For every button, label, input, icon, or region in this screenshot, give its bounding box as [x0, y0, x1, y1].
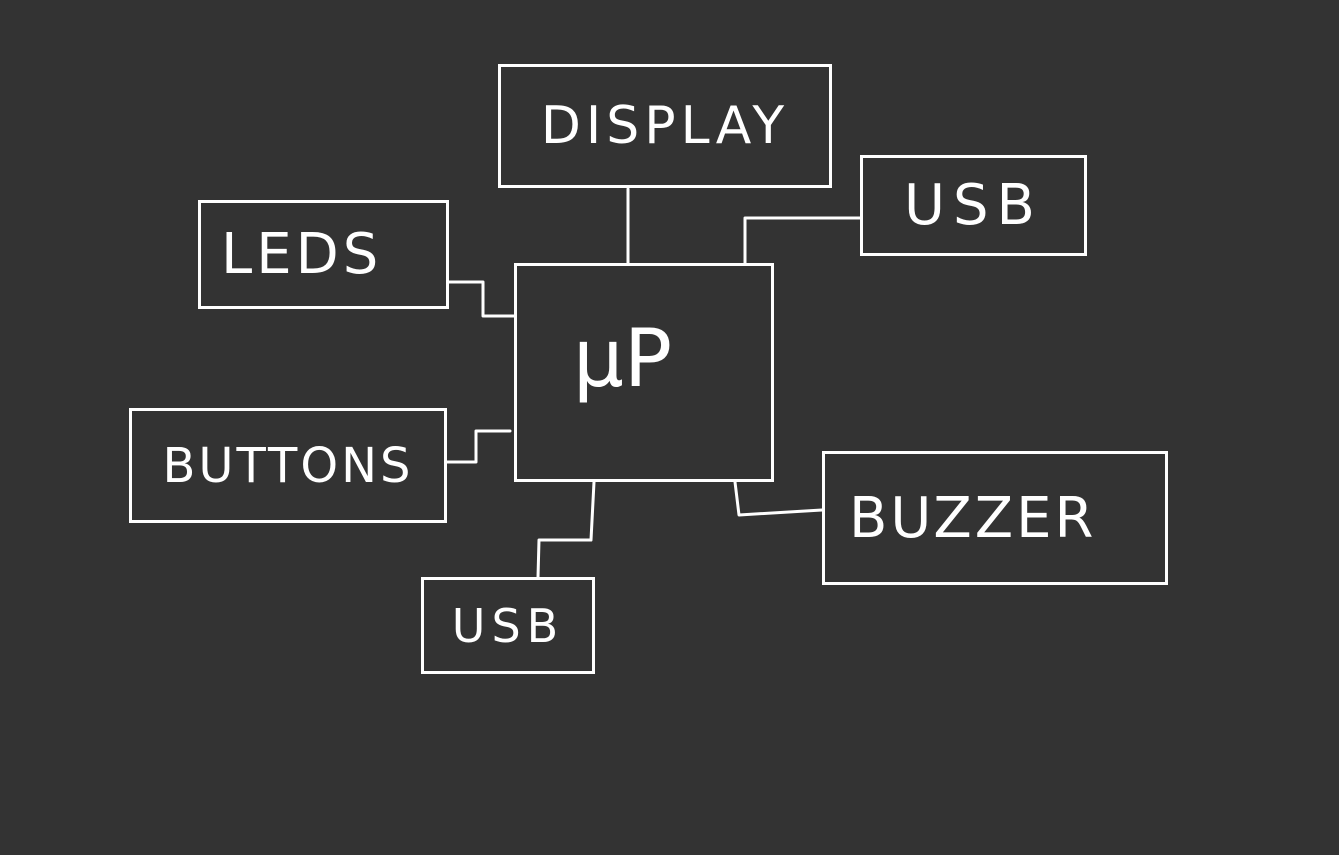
usb-top-block: USB [860, 155, 1087, 256]
usb-bottom-block: USB [421, 577, 595, 674]
buzzer-label: BUZZER [849, 485, 1097, 551]
usb-top-label: USB [904, 173, 1043, 238]
wire-mcu-usb-top [743, 216, 862, 265]
wire-mcu-usb-bottom [536, 480, 596, 579]
buttons-label: BUTTONS [162, 437, 414, 494]
leds-label: LEDS [221, 222, 383, 287]
display-block: DISPLAY [498, 64, 832, 188]
leds-block: LEDS [198, 200, 449, 309]
buzzer-block: BUZZER [822, 451, 1168, 585]
display-label: DISPLAY [540, 96, 790, 156]
microprocessor-label: µP [573, 312, 673, 405]
wire-mcu-buttons [445, 429, 512, 464]
microprocessor-block: µP [514, 263, 774, 482]
wire-mcu-buzzer [733, 480, 824, 517]
wire-mcu-leds [447, 280, 516, 318]
usb-bottom-label: USB [451, 598, 565, 653]
buttons-block: BUTTONS [129, 408, 447, 523]
